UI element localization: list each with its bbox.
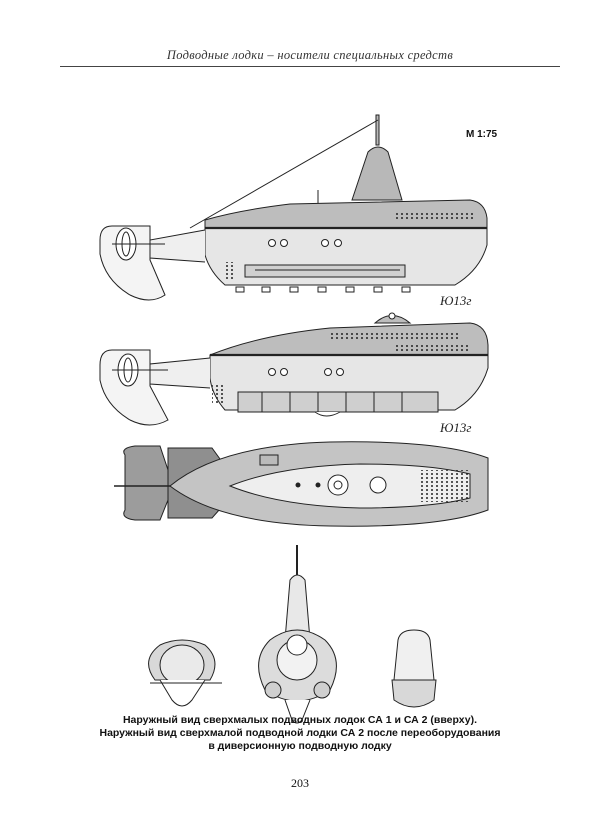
caption-line-3: в диверсионную подводную лодку — [208, 740, 392, 752]
page-number: 203 — [291, 776, 309, 790]
signature-1: Ю13г — [439, 293, 472, 308]
section-right — [391, 629, 437, 708]
running-head: Подводные лодки – носители специальных с… — [166, 48, 454, 62]
section-center — [258, 545, 337, 724]
side-view-sa2 — [99, 312, 489, 426]
signature-2: Ю13г — [439, 420, 472, 435]
figure-caption: Наружный вид сверхмалых подводных лодок … — [90, 714, 510, 753]
caption-line-2: Наружный вид сверхмалой подводной лодки … — [99, 727, 501, 739]
header-rule — [60, 66, 560, 67]
section-left — [148, 639, 222, 707]
caption-line-1: Наружный вид сверхмалых подводных лодок … — [122, 714, 478, 726]
side-view-sa1 — [99, 114, 488, 301]
scale-label: М 1:75 — [466, 129, 498, 140]
plan-view — [114, 441, 489, 527]
